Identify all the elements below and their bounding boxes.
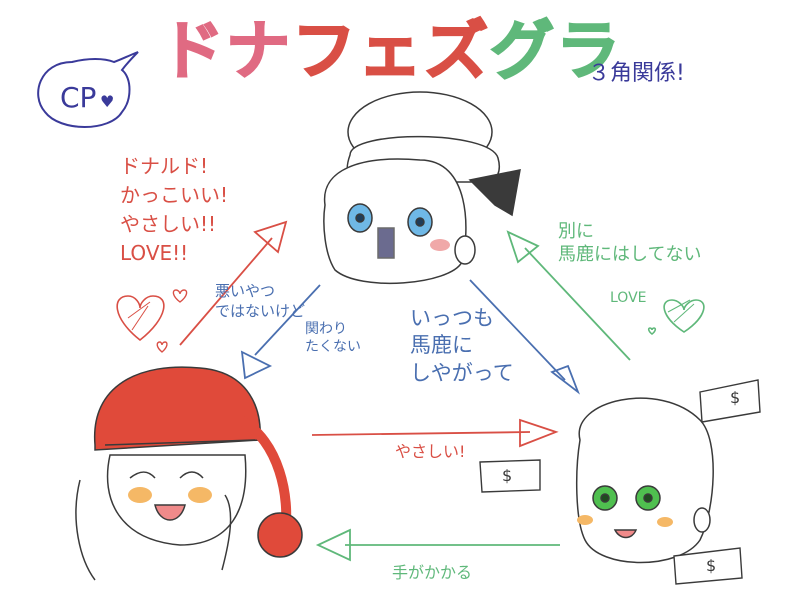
arrow-rightguy-to-duckgirl <box>315 528 560 562</box>
cp-heart-icon: ♥ <box>100 92 115 111</box>
money-bill-icon <box>479 379 761 585</box>
kind-label: やさしい! <box>395 442 466 461</box>
arrow-donald-to-duckgirl <box>240 284 321 380</box>
page-title: ドナフェズグラ <box>159 19 622 85</box>
love-green-label: LOVE <box>610 290 647 306</box>
cp-badge-label: CP <box>60 81 97 114</box>
page-subtitle: ３角関係! <box>588 61 685 86</box>
no-involve-label: 関わり たくない <box>305 321 361 356</box>
duck-girl-character <box>75 366 303 581</box>
cp-speech-bubble <box>37 51 139 128</box>
arrow-duckgirl-to-rightguy <box>311 418 559 448</box>
dollar-sign-icon: $ <box>706 556 717 575</box>
arrow-duckgirl-to-donald <box>179 220 288 346</box>
title-char: ナ <box>225 15 292 89</box>
always-fool-label: いっつも 馬鹿に しやがって <box>410 306 514 385</box>
small-heart-icon <box>156 289 188 353</box>
not-fool-label: 別に 馬鹿にはしてない <box>558 221 702 266</box>
donald-character <box>323 91 521 285</box>
not-bad-guy-label: 悪いやつ ではないけど <box>215 282 306 320</box>
title-char: ド <box>159 15 226 89</box>
donald-praise-label: ドナルド! かっこいい! やさしい!! LOVE!! <box>120 154 229 265</box>
dollar-sign-icon: $ <box>502 466 513 485</box>
title-char: ラ <box>555 15 622 89</box>
title-char: フ <box>291 15 358 89</box>
heart-icon <box>116 295 165 342</box>
right-guy-character <box>576 397 714 564</box>
title-char: ェ <box>357 15 424 89</box>
green-heart-icon <box>647 299 705 336</box>
dollar-sign-icon: $ <box>730 388 741 407</box>
handful-label: 手がかかる <box>392 563 473 582</box>
arrow-donald-to-rightguy <box>469 279 580 395</box>
arrow-rightguy-to-donald <box>506 230 631 361</box>
title-char: グ <box>489 15 556 89</box>
title-char: ズ <box>423 15 490 89</box>
